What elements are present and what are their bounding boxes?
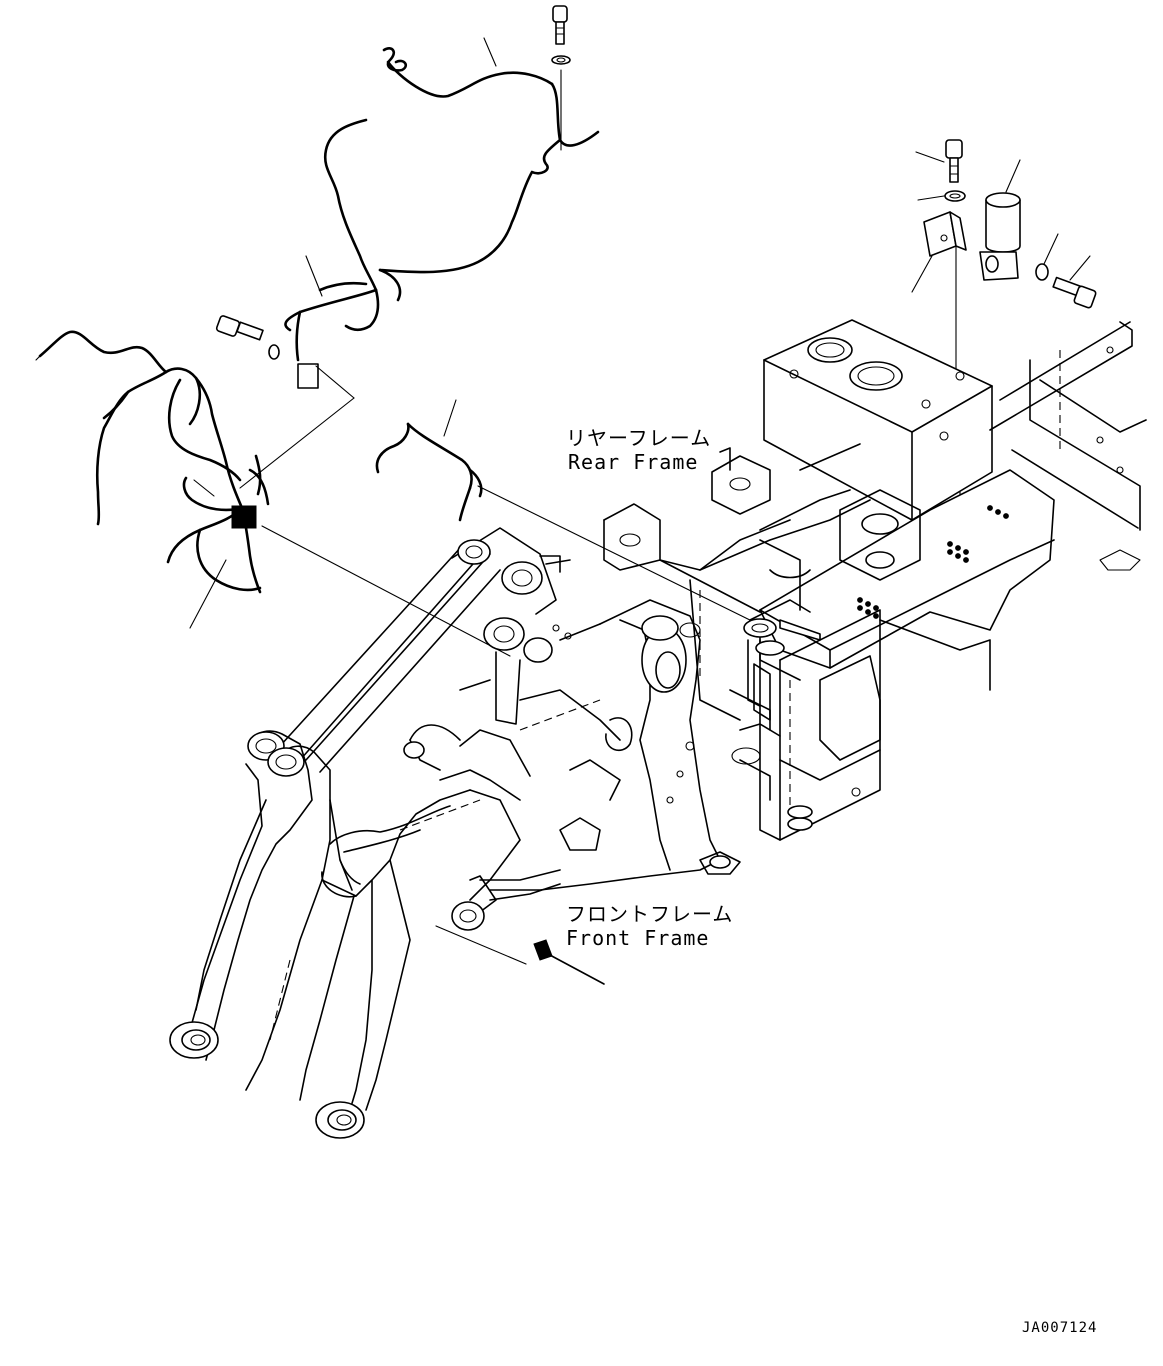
front-frame-label-en: Front Frame — [566, 926, 710, 950]
middle-wire-harness — [375, 422, 483, 522]
connector-block-icon — [231, 505, 257, 529]
bracket-plate-icon — [923, 211, 967, 257]
upper-wire-harness — [284, 47, 600, 389]
leader-line — [917, 195, 945, 201]
drawing-code: JA007124 — [1022, 1320, 1098, 1336]
leader-line — [189, 559, 227, 629]
front-frame-label-jp: フロントフレーム — [566, 902, 734, 926]
left-bolt-icon — [215, 315, 280, 360]
leader-line — [911, 255, 933, 293]
bolt-pattern-icon — [857, 505, 1009, 619]
leader-line — [915, 151, 945, 163]
leader-line — [239, 397, 355, 489]
leader-line — [483, 37, 497, 67]
leader-line — [1043, 233, 1059, 265]
leader-line — [443, 399, 457, 437]
rear-frame-drawing — [603, 319, 1147, 841]
leader-line — [261, 525, 511, 657]
leader-line — [315, 365, 355, 399]
leader-line — [1005, 159, 1021, 193]
left-wire-harness — [35, 330, 270, 594]
leader-line — [477, 485, 759, 625]
top-bolt-icon — [551, 5, 571, 151]
rear-frame-label-en: Rear Frame — [568, 450, 699, 474]
leader-line — [305, 255, 323, 297]
cylinder-filter-icon — [979, 192, 1021, 281]
front-frame-drawing — [169, 527, 741, 1139]
right-bolt-icon — [944, 139, 966, 202]
side-bolt-icon — [1035, 263, 1097, 309]
sensor-probe-icon — [533, 939, 605, 985]
leader-line — [435, 925, 527, 965]
connector-icon — [297, 363, 319, 389]
rear-frame-label-jp: リヤーフレーム — [566, 426, 712, 450]
leader-line — [1069, 255, 1091, 281]
